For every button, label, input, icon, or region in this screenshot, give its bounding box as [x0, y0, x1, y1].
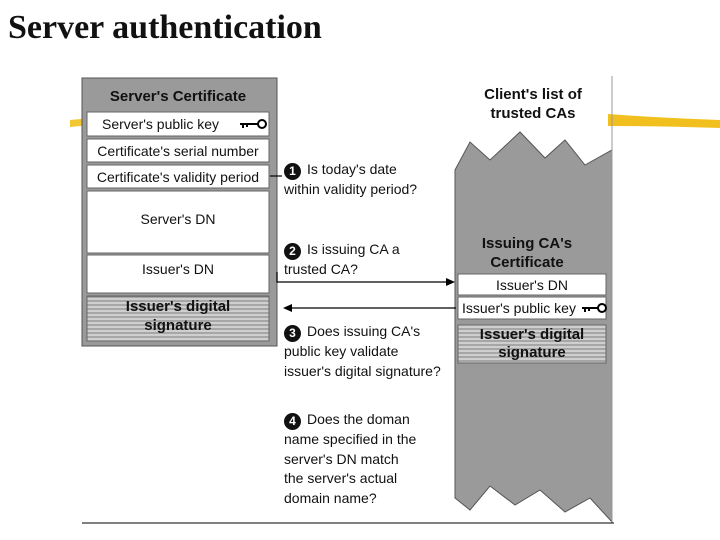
ca-issuer-dn-label: Issuer's DN [496, 277, 568, 293]
cert-serial-number-label: Certificate's serial number [97, 143, 259, 159]
step-2-number: 2 [284, 243, 301, 260]
step-4-line3: server's DN match [284, 450, 399, 467]
arrow-2 [276, 272, 448, 283]
server-signature-line2: signature [144, 317, 212, 334]
step-1-line2: within validity period? [284, 181, 418, 197]
step-2: 2 Is issuing CA a trusted CA? [284, 240, 400, 280]
step-1-number: 1 [284, 163, 301, 180]
ca-signature-line1: Issuer's digital [479, 326, 585, 343]
client-ca-heading-line1: Client's list of [484, 86, 582, 103]
key-icon [582, 303, 607, 313]
issuing-ca-heading-line2: Certificate [490, 254, 564, 271]
highlight-stroke-right [608, 114, 720, 128]
issuer-dn-label: Issuer's DN [142, 261, 214, 277]
client-ca-heading-line2: trusted CAs [490, 105, 576, 122]
step-2-line2: trusted CA? [284, 261, 358, 277]
step-3-number: 3 [284, 325, 301, 342]
server-signature-line1: Issuer's digital [125, 298, 231, 315]
step-4-line2: name specified in the [284, 431, 417, 447]
step-4-number: 4 [284, 413, 301, 430]
step-3: 3 Does issuing CA's public key validate i… [284, 322, 441, 381]
step-3-line1: Does issuing CA's [307, 323, 421, 339]
step-1-line1: Is today's date [307, 161, 397, 177]
ca-issuer-public-key-label: Issuer's public key [462, 300, 576, 316]
server-dn-label: Server's DN [140, 211, 216, 227]
ca-signature-line2: signature [498, 344, 566, 361]
step-2-line1: Is issuing CA a [307, 241, 400, 257]
step-3-line3: issuer's digital signature? [284, 362, 441, 379]
step-4-line4: the server's actual [284, 470, 398, 486]
server-public-key-label: Server's public key [102, 116, 220, 132]
cert-validity-period-label: Certificate's validity period [96, 169, 260, 185]
step-4-line1: Does the doman [307, 411, 410, 427]
slide-title: Server authentication [8, 9, 322, 46]
key-icon [240, 119, 267, 129]
step-3-line2: public key validate [284, 343, 399, 359]
step-4-line5: domain name? [284, 489, 377, 506]
issuing-ca-heading-line1: Issuing CA's [481, 235, 573, 252]
step-1: 1 Is today's date within validity period? [284, 160, 417, 200]
step-4: 4 Does the doman name specified in the se… [284, 410, 416, 508]
server-cert-heading: Server's Certificate [109, 88, 247, 105]
